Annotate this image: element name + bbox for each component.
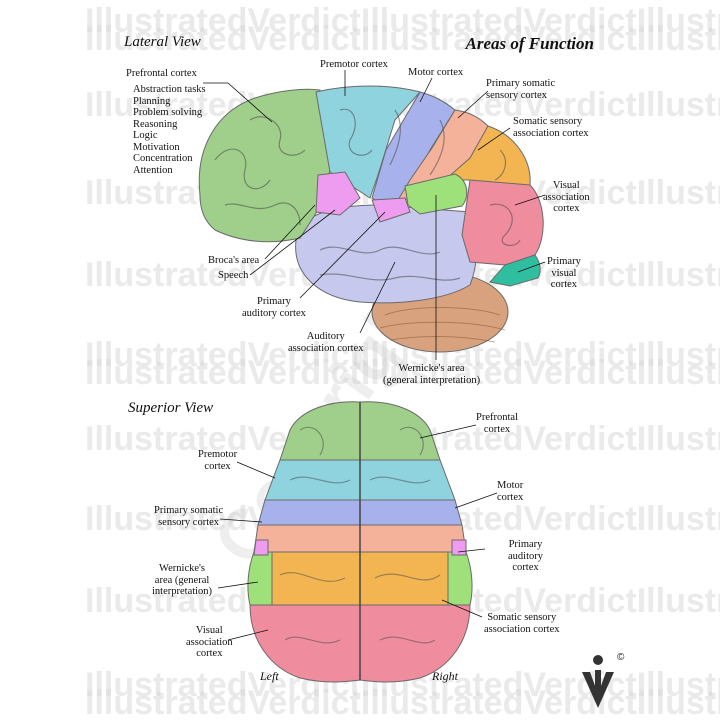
label-speech: Speech [218,270,248,282]
label-right: Right [432,669,458,684]
lateral-visual-assoc-region [462,180,543,265]
function-item: Concentration [133,153,206,165]
superior-auditory-right [452,540,466,555]
superior-auditory-left [254,540,268,555]
label-premotor: Premotor cortex [320,59,388,71]
illustrated-verdict-logo [578,652,618,710]
function-item: Planning [133,96,206,108]
label-motor: Motor cortex [408,67,463,79]
function-item: Attention [133,165,206,177]
lateral-view-title: Lateral View [124,34,201,51]
superior-wernicke-left [248,552,272,608]
copyright-symbol: © [617,652,624,663]
function-item: Reasoning [133,119,206,131]
superior-view-title: Superior View [128,400,213,417]
prefrontal-function-list: Abstraction tasks Planning Problem solvi… [133,84,206,176]
label-prefrontal: Prefrontal cortex [126,68,197,80]
label-broca: Broca's area [208,255,259,267]
function-item: Logic [133,130,206,142]
superior-brain [248,402,472,682]
label-wernicke: Wernicke's area(general interpretation) [383,363,480,386]
function-item: Problem solving [133,107,206,119]
lateral-prefrontal-region [199,89,330,241]
function-item: Motivation [133,142,206,154]
main-title: Areas of Function [466,34,594,54]
label-left: Left [260,669,279,684]
superior-wernicke-right [448,552,472,608]
function-item: Abstraction tasks [133,84,206,96]
